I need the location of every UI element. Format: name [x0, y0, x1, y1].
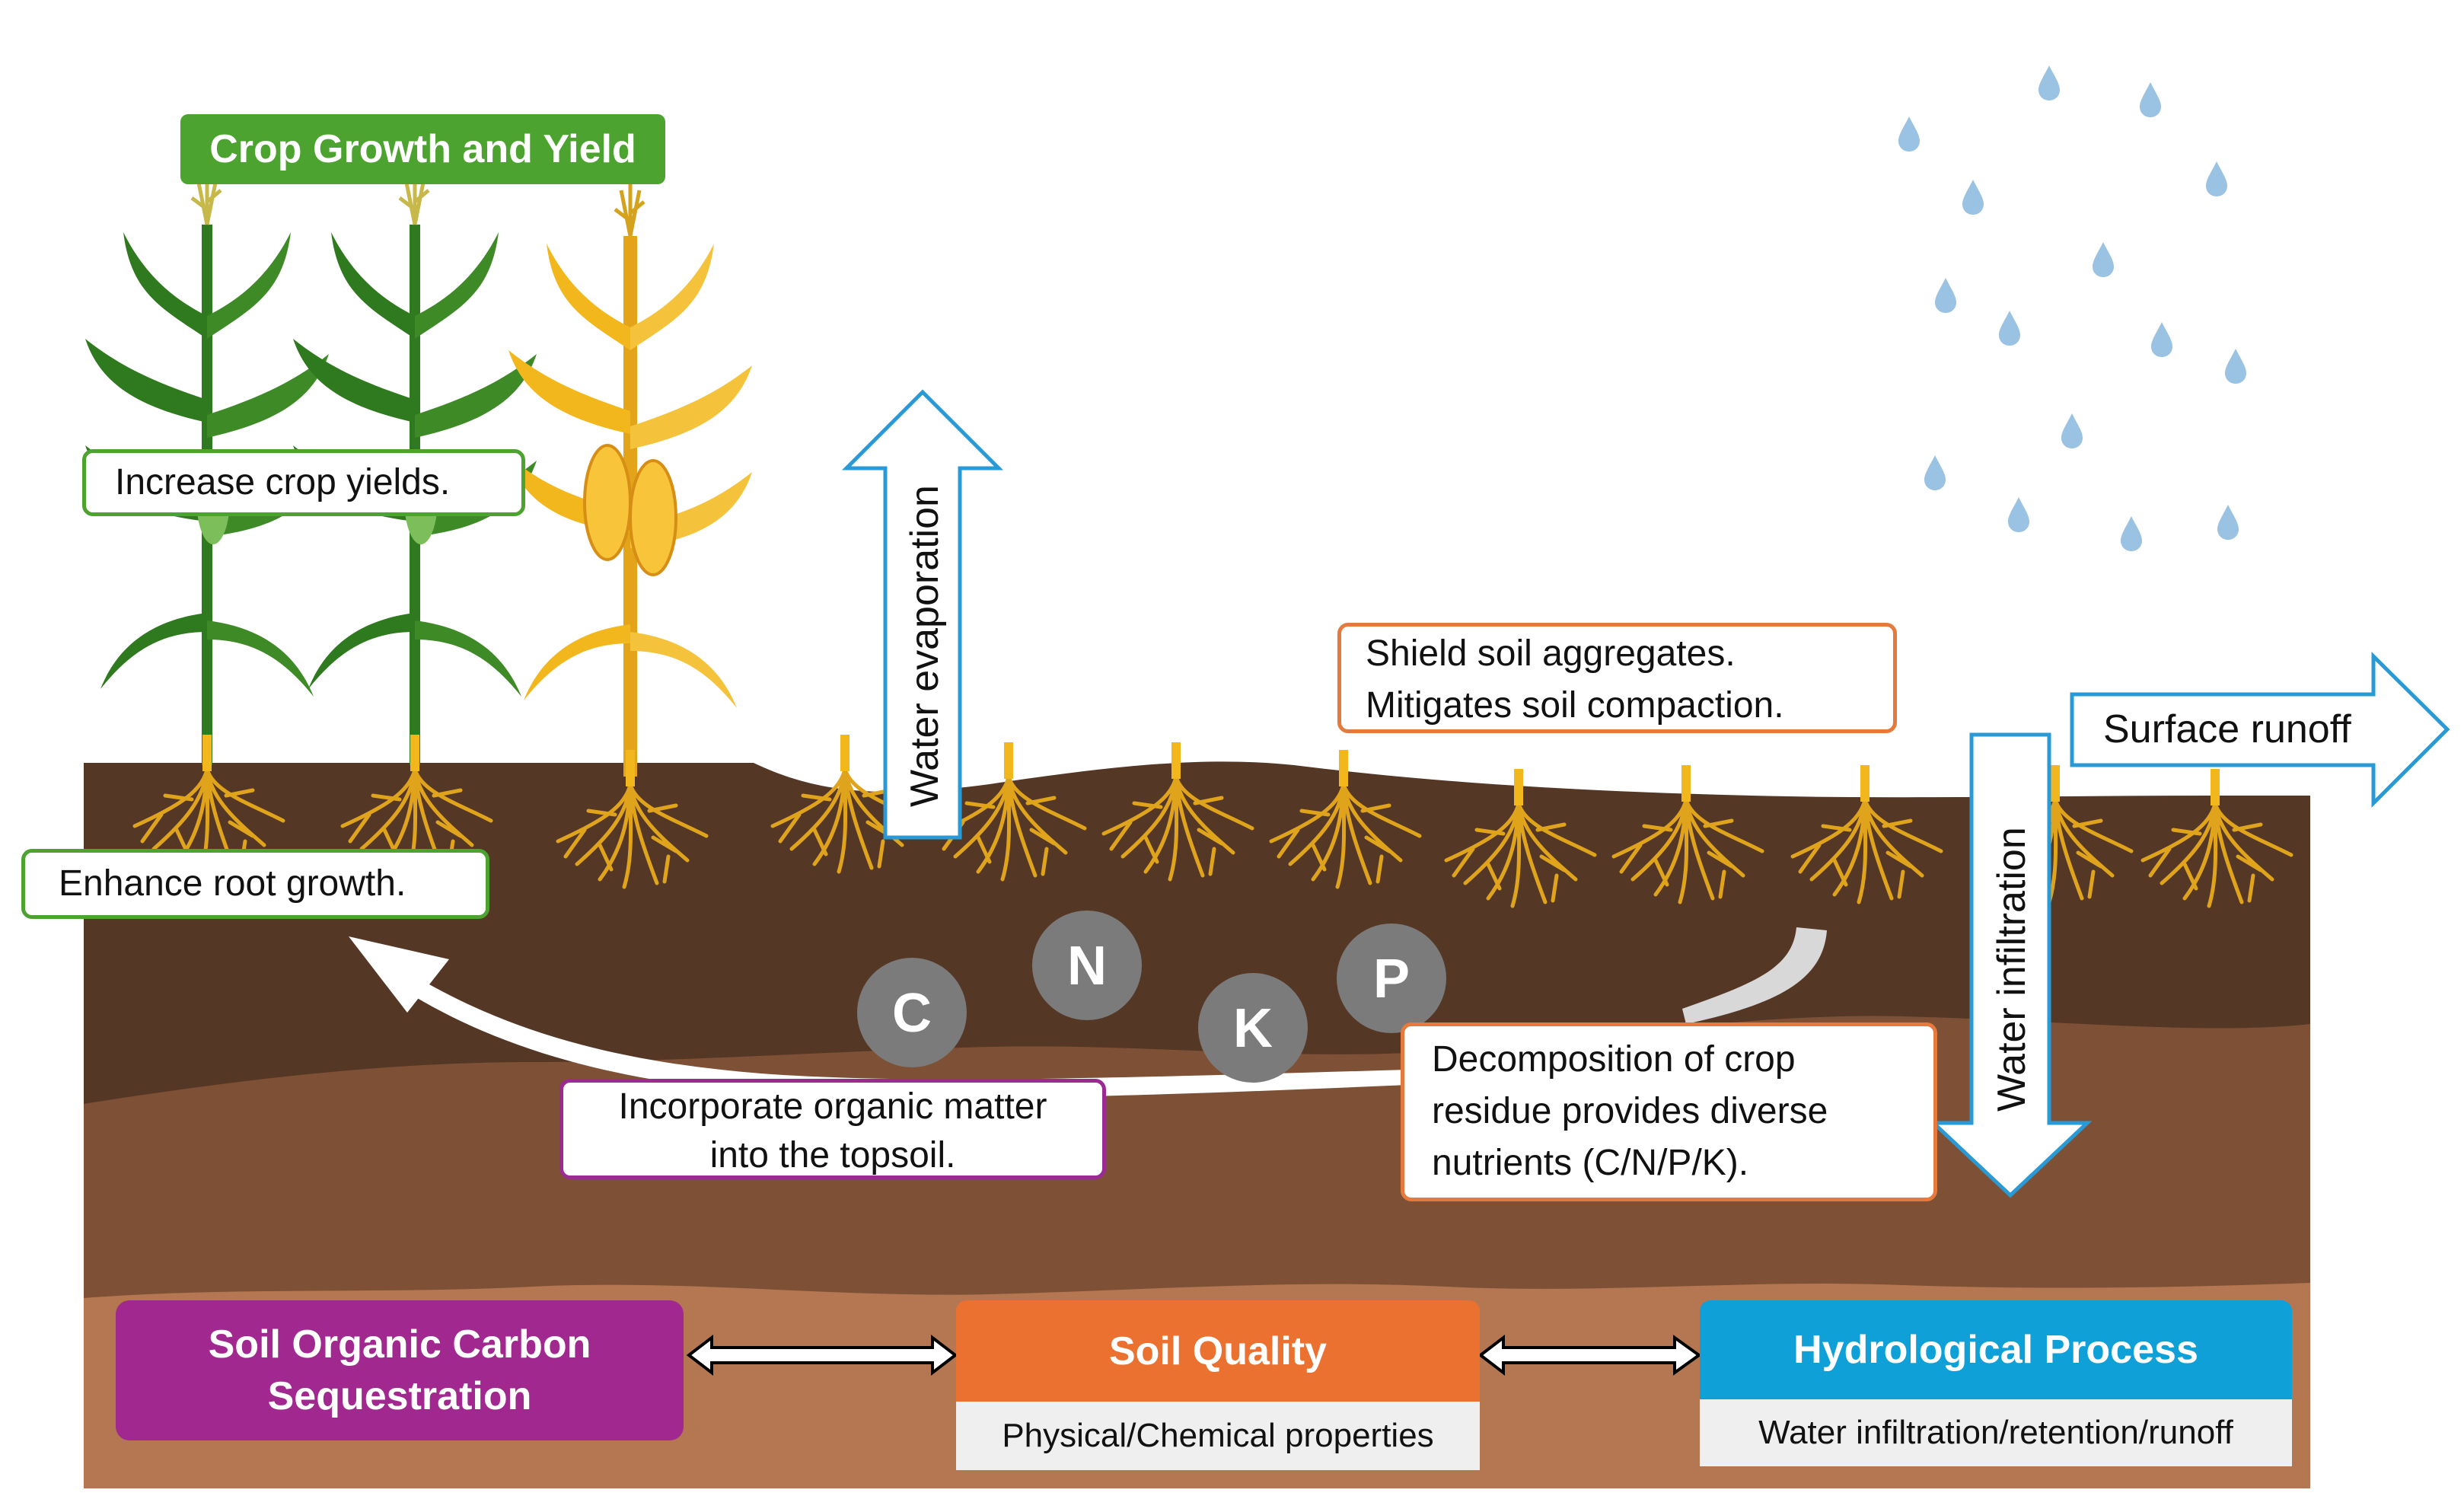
soil-aggregates-line-2: Mitigates soil compaction. — [1366, 685, 1784, 726]
corn-plant-mature-icon — [508, 175, 752, 777]
crop-yields-callout: Increase crop yields. — [82, 449, 525, 516]
decomposition-line-3: nutrients (C/N/P/K). — [1432, 1143, 1749, 1183]
hydrological-process-box: Hydrological Process — [1700, 1300, 2292, 1399]
nutrient-k-icon: K — [1198, 973, 1308, 1083]
hydrological-process-subtitle: Water infiltration/retention/runoff — [1700, 1399, 2292, 1466]
quality-hydro-link-arrow — [1477, 1334, 1702, 1376]
root-growth-callout: Enhance root growth. — [21, 849, 489, 919]
soil-aggregates-callout: Shield soil aggregates. Mitigates soil c… — [1337, 623, 1897, 733]
svg-text:N: N — [1067, 936, 1107, 997]
decomposition-line-2: residue provides diverse — [1432, 1091, 1828, 1131]
surface-runoff-arrow: Surface runoff — [2070, 652, 2450, 809]
organic-matter-line-1: Incorporate organic matter — [618, 1086, 1047, 1127]
organic-matter-flow-arrow — [403, 978, 1408, 1099]
nutrient-p-icon: P — [1337, 923, 1446, 1033]
organic-matter-arrowhead — [349, 936, 449, 1013]
svg-text:Water evaporation: Water evaporation — [903, 485, 947, 807]
svg-text:Water infiltration: Water infiltration — [1990, 827, 2034, 1112]
soc-title-line-2: Sequestration — [267, 1374, 532, 1418]
nutrient-n-icon: N — [1032, 911, 1142, 1020]
soil-quality-subtitle: Physical/Chemical properties — [956, 1402, 1480, 1470]
decomposition-callout: Decomposition of crop residue provides d… — [1401, 1022, 1937, 1201]
soc-quality-link-arrow — [686, 1334, 958, 1376]
svg-text:C: C — [892, 983, 932, 1044]
raindrop-icons — [1898, 65, 2246, 551]
svg-text:K: K — [1233, 998, 1273, 1059]
decomposition-line-1: Decomposition of crop — [1432, 1039, 1796, 1080]
crop-growth-badge: Crop Growth and Yield — [180, 114, 665, 184]
water-evaporation-arrow: Water evaporation — [841, 389, 1004, 840]
soil-aggregates-line-1: Shield soil aggregates. — [1366, 633, 1736, 674]
organic-matter-callout: Incorporate organic matter into the tops… — [559, 1079, 1106, 1179]
svg-text:Surface runoff: Surface runoff — [2103, 707, 2351, 751]
soc-title-line-1: Soil Organic Carbon — [208, 1322, 591, 1367]
organic-matter-line-2: into the topsoil. — [709, 1135, 956, 1175]
water-infiltration-arrow: Water infiltration — [1928, 732, 2093, 1198]
svg-text:P: P — [1373, 949, 1410, 1010]
decomposition-flow-arrow — [1682, 927, 1827, 1024]
nutrient-c-icon: C — [857, 958, 967, 1067]
soc-sequestration-box: Soil Organic Carbon Sequestration — [116, 1300, 684, 1440]
soil-quality-box: Soil Quality — [956, 1300, 1480, 1402]
